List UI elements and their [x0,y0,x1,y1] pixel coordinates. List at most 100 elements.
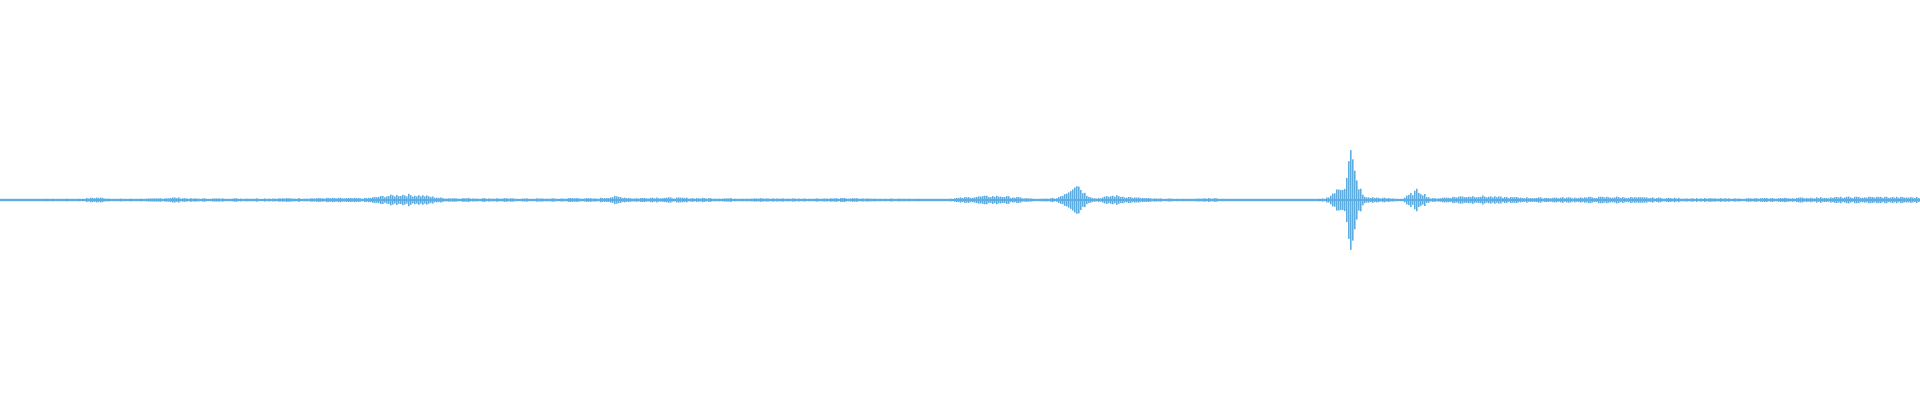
waveform-sample [378,197,380,203]
waveform-sample [1020,197,1022,203]
waveform-sample [1434,198,1436,202]
waveform-sample [1460,196,1462,204]
waveform-sample [732,198,734,202]
waveform-sample [1492,197,1494,203]
waveform-sample [220,198,222,202]
waveform-sample [522,198,524,202]
waveform-sample [514,198,516,202]
waveform-sample [942,198,944,202]
waveform-sample [1064,194,1066,206]
waveform-sample [802,198,804,202]
waveform-sample [970,198,972,202]
waveform-sample [836,198,838,202]
waveform-sample [334,198,336,202]
waveform-sample [390,194,392,206]
waveform-sample [828,198,830,202]
waveform-sample [1002,197,1004,203]
waveform-sample [380,195,382,205]
waveform-sample [266,198,268,202]
waveform-sample [16,198,18,202]
waveform-sample [1396,198,1398,202]
waveform-sample [628,197,630,203]
waveform-sample [272,198,274,202]
waveform-sample [1596,198,1598,202]
waveform-sample [660,198,662,202]
waveform-sample [574,198,576,202]
waveform-sample [796,198,798,202]
waveform-sample [870,198,872,202]
waveform-sample [1466,197,1468,203]
waveform-sample [1700,198,1702,202]
waveform-sample [28,198,30,202]
waveform-sample [414,195,416,205]
waveform-sample [160,198,162,202]
waveform-sample [526,198,528,202]
waveform-sample [1218,198,1220,202]
waveform-sample [1206,198,1208,202]
waveform-sample [722,198,724,202]
waveform-sample [1308,198,1310,202]
waveform-sample [1152,198,1154,202]
waveform-sample [88,198,90,202]
waveform-sample [1696,198,1698,202]
waveform-sample [1180,198,1182,202]
waveform-sample [1418,192,1420,208]
waveform-sample [1294,198,1296,202]
waveform-sample [1024,198,1026,202]
waveform-sample [360,198,362,202]
waveform-sample [1436,198,1438,202]
waveform-sample [76,198,78,202]
waveform-sample [852,198,854,202]
waveform-sample [1532,198,1534,202]
waveform-sample [148,198,150,202]
waveform-sample [1690,198,1692,202]
waveform-sample [1132,198,1134,202]
waveform-sample [1584,197,1586,203]
waveform-sample [94,198,96,202]
waveform-sample [1484,196,1486,204]
waveform-sample [308,198,310,202]
waveform-sample [2,198,4,202]
waveform-sample [668,197,670,203]
waveform-sample [158,198,160,202]
waveform-bars [0,150,1920,250]
waveform-sample [1604,197,1606,203]
waveform-sample [1086,195,1088,205]
waveform-sample [1462,196,1464,204]
waveform-sample [1868,196,1870,204]
waveform-sample [710,198,712,202]
waveform-sample [1518,197,1520,203]
waveform-sample [568,198,570,202]
waveform-sample [1884,196,1886,204]
waveform-sample [1100,198,1102,202]
waveform-sample [1080,189,1082,211]
waveform-sample [406,196,408,204]
waveform-sample [238,198,240,202]
waveform-sample [258,198,260,202]
waveform-sample [396,194,398,206]
waveform-sample [1394,198,1396,202]
waveform-sample [866,198,868,202]
waveform-sample [46,198,48,202]
waveform-sample [1538,197,1540,203]
waveform-sample [1758,198,1760,202]
waveform-sample [1354,170,1356,230]
waveform-sample [1388,198,1390,202]
waveform-sample [164,198,166,202]
waveform-sample [1918,198,1920,202]
waveform-sample [1510,196,1512,204]
waveform-sample [766,198,768,202]
waveform-sample [1000,196,1002,204]
waveform-sample [1170,198,1172,202]
waveform-sample [596,198,598,202]
waveform-sample [442,198,444,202]
waveform-sample [32,198,34,202]
waveform-sample [1632,197,1634,203]
waveform-sample [1118,196,1120,204]
waveform-sample [986,195,988,205]
waveform-sample [78,198,80,202]
waveform-sample [120,198,122,202]
waveform-sample [682,197,684,203]
waveform-sample [20,198,22,202]
waveform-sample [108,198,110,202]
